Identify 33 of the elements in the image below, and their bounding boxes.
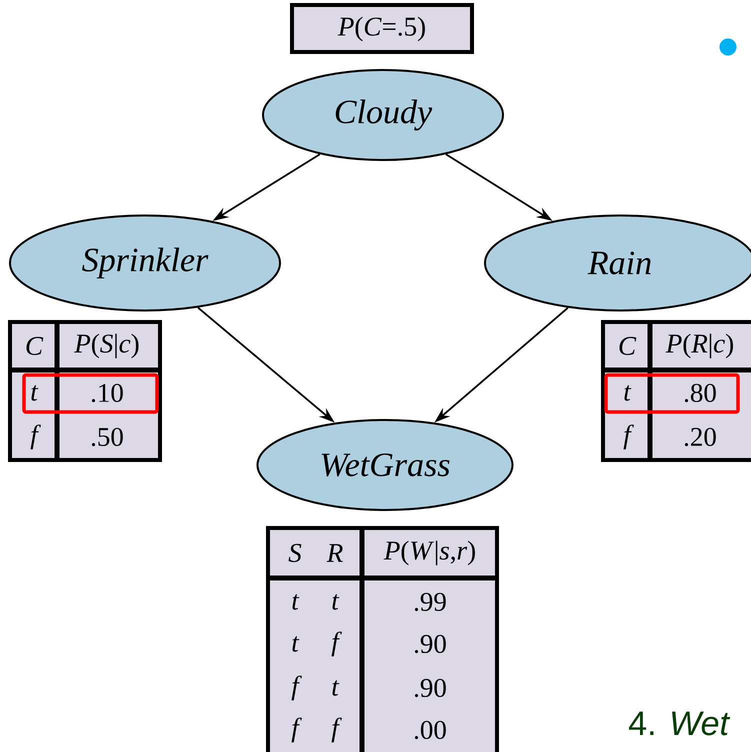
- table-cell: C: [26, 336, 44, 356]
- table-cell: R: [326, 544, 343, 562]
- table-cell: .50: [92, 428, 123, 446]
- slide-text: 4. Wet: [628, 712, 730, 736]
- table-cell: t: [292, 636, 300, 652]
- table-cell: P(R|c): [666, 334, 733, 358]
- table-cell: f: [624, 424, 634, 450]
- table-cell: S: [288, 544, 302, 562]
- table-cell: .90: [414, 634, 446, 654]
- probability-table: [601, 320, 751, 462]
- table-cell: f: [30, 424, 41, 450]
- table-cell: .20: [684, 428, 716, 446]
- table-cell: f: [332, 632, 342, 656]
- probability-table: [266, 526, 499, 752]
- probability-table: [290, 3, 474, 54]
- table-cell: .00: [414, 720, 446, 740]
- table-cell: t: [332, 680, 340, 696]
- table-cell: .80: [684, 384, 716, 402]
- table-cell: f: [332, 718, 342, 742]
- table-cell: P(W|s,r): [384, 540, 475, 566]
- table-cell: t: [332, 594, 340, 610]
- probability-table: [8, 320, 162, 462]
- table-cell: C: [620, 336, 636, 356]
- table-cell: t: [31, 385, 38, 401]
- table-cell: .10: [92, 384, 123, 402]
- table-cell: t: [292, 594, 300, 610]
- table-cell: P(C=.5): [338, 16, 425, 42]
- table-cell: .90: [414, 678, 446, 698]
- table-cell: .99: [414, 592, 446, 612]
- table-cell: P(S|c): [74, 334, 138, 358]
- table-cell: f: [292, 718, 302, 742]
- table-cell: f: [292, 676, 302, 700]
- table-cell: t: [624, 385, 632, 401]
